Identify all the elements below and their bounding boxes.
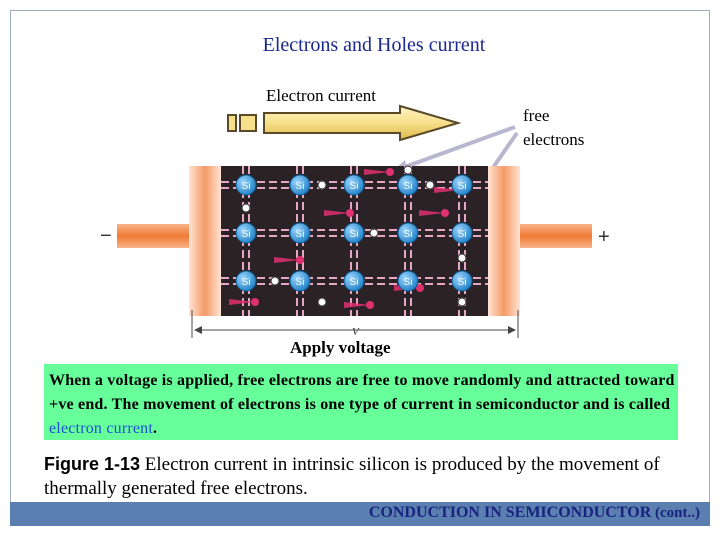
silicon-atom-label: Si [242, 277, 251, 288]
silicon-atom-label: Si [404, 229, 413, 240]
apply-voltage-label: Apply voltage [290, 338, 391, 357]
free-electron [251, 298, 259, 306]
silicon-atom-label: Si [242, 181, 251, 192]
silicon-atom [451, 174, 473, 196]
hole [317, 297, 327, 307]
free-electron [346, 209, 354, 217]
electron-trail [324, 210, 350, 216]
silicon-atom-label: Si [350, 181, 359, 192]
figure-caption-text: Electron current in intrinsic silicon is… [44, 454, 660, 499]
free-electron [296, 256, 304, 264]
hole [241, 203, 251, 213]
silicon-atom [289, 270, 311, 292]
free-electrons-label-line2: electrons [523, 130, 585, 149]
negative-terminal [117, 166, 221, 316]
footer-main: CONDUCTION IN SEMICONDUCTOR [368, 504, 652, 521]
negative-terminal-symbol: − [100, 225, 112, 247]
explanation-box [44, 364, 678, 440]
electron-trail [419, 210, 445, 216]
free-electrons-label-line1: free [523, 106, 550, 125]
silicon-atom-label: Si [296, 181, 305, 192]
free-electron [416, 284, 424, 292]
silicon-atom [343, 222, 365, 244]
silicon-atom [235, 222, 257, 244]
explanation-body: When a voltage is applied, free electron… [49, 372, 675, 413]
footer-suffix: (cont..) [651, 505, 700, 521]
electron-current-label: Electron current [266, 86, 376, 105]
electron-current-highlight: electron current [49, 420, 154, 437]
slide-title: Electrons and Holes current [262, 34, 486, 56]
hole [270, 276, 280, 286]
explanation-text: When a voltage is applied, free electron… [49, 369, 679, 441]
silicon-atom-label: Si [404, 181, 413, 192]
footer-title: CONDUCTION IN SEMICONDUCTOR (cont..) [369, 504, 700, 522]
silicon-atom-label: Si [458, 229, 467, 240]
electron-trail [364, 169, 390, 175]
electron-trail [344, 302, 370, 308]
figure-caption: Figure 1-13 Electron current in intrinsi… [44, 452, 694, 501]
voltage-dimension [191, 310, 519, 338]
electron-trail [274, 257, 300, 263]
hole [457, 253, 467, 263]
silicon-atom [235, 174, 257, 196]
footer-bar: CONDUCTION IN SEMICONDUCTOR (cont..) [10, 502, 710, 526]
silicon-atom [235, 270, 257, 292]
silicon-atom [397, 222, 419, 244]
silicon-atom-label: Si [404, 277, 413, 288]
electron-trail [434, 187, 460, 193]
silicon-atom-label: Si [296, 277, 305, 288]
electron-trail [229, 299, 255, 305]
silicon-atom-label: Si [350, 277, 359, 288]
free-electron [366, 301, 374, 309]
silicon-atom-label: Si [458, 277, 467, 288]
positive-terminal-symbol: + [598, 226, 610, 248]
silicon-atom [343, 174, 365, 196]
figure-number: Figure 1-13 [44, 454, 141, 474]
hole [425, 180, 435, 190]
voltage-symbol: V [352, 326, 360, 338]
electron-current-arrow [227, 104, 462, 142]
silicon-atom-label: Si [296, 229, 305, 240]
silicon-atom-label: Si [350, 229, 359, 240]
silicon-atom [397, 174, 419, 196]
hole [369, 228, 379, 238]
silicon-atom [451, 222, 473, 244]
hole [403, 165, 413, 175]
silicon-atom [397, 270, 419, 292]
positive-terminal [488, 166, 592, 316]
hole [317, 180, 327, 190]
free-electron [441, 209, 449, 217]
silicon-atom [289, 222, 311, 244]
silicon-atom [451, 270, 473, 292]
free-electrons-label: free electrons [523, 104, 613, 152]
silicon-atom-label: Si [458, 181, 467, 192]
free-electron [386, 168, 394, 176]
explanation-end: . [153, 420, 158, 437]
silicon-atom [289, 174, 311, 196]
silicon-atom [343, 270, 365, 292]
hole [457, 297, 467, 307]
silicon-atom-label: Si [242, 229, 251, 240]
